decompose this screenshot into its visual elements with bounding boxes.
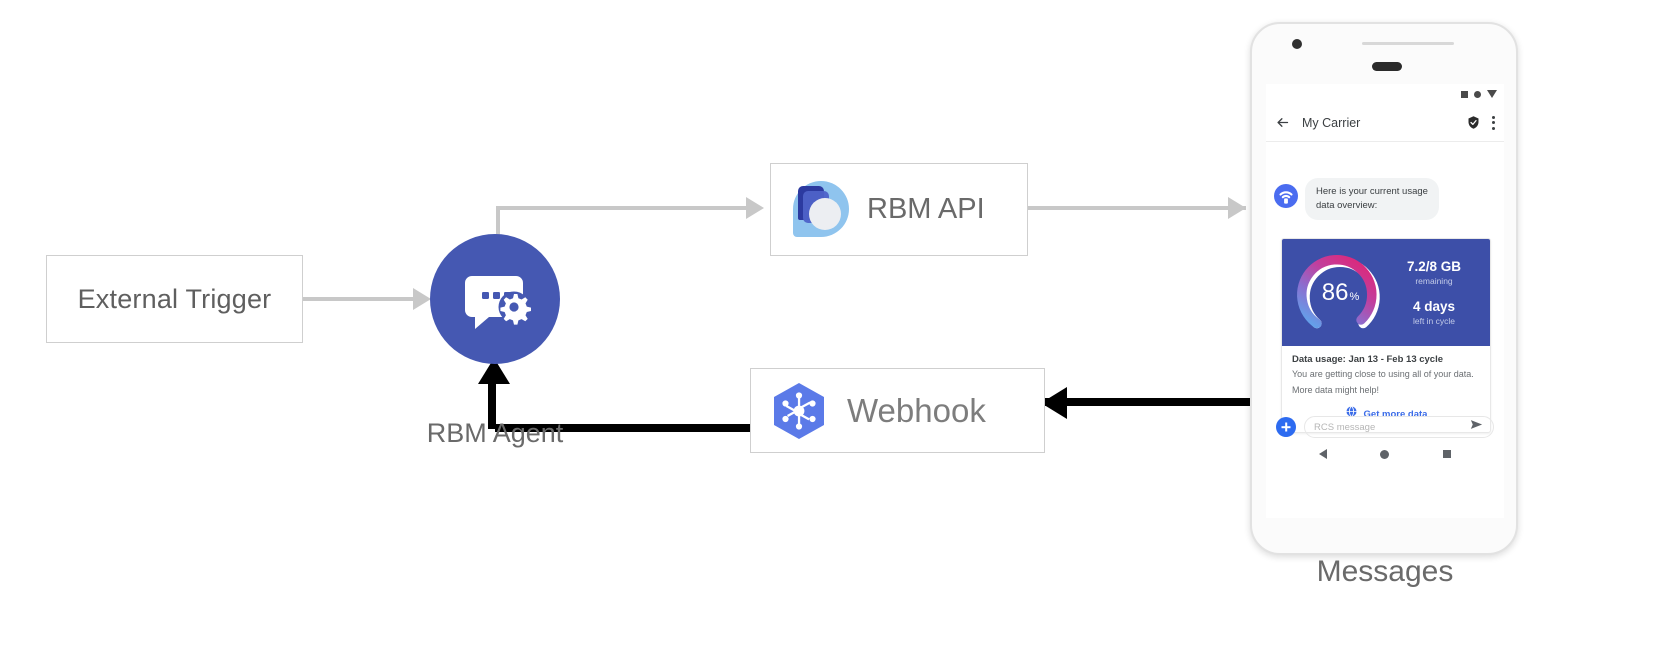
card-hero: 86% 7.2/8 GB remaining 4 days left in cy… <box>1282 239 1490 346</box>
circle-icon <box>1474 90 1481 98</box>
node-webhook[interactable]: Webhook <box>750 368 1045 453</box>
android-nav-bar <box>1266 442 1504 466</box>
gauge-percent-symbol: % <box>1349 290 1360 303</box>
connector-agent-to-api-horizontal <box>496 206 748 210</box>
message-input-placeholder: RCS message <box>1314 421 1376 433</box>
card-body-line2: More data might help! <box>1292 385 1380 396</box>
rbm-droplet-icon <box>789 179 851 241</box>
shield-check-icon[interactable] <box>1466 115 1481 130</box>
nav-recents-icon[interactable] <box>1443 450 1452 458</box>
rbm-api-label: RBM API <box>867 193 985 225</box>
message-text-line1: Here is your current usage <box>1316 186 1428 197</box>
connector-agent-to-api-vertical <box>496 206 500 246</box>
send-icon[interactable] <box>1469 417 1484 437</box>
gauge-percent-value: 86 <box>1321 278 1349 306</box>
message-input[interactable]: RCS message <box>1304 416 1494 438</box>
pubsub-hexagon-icon <box>767 379 831 443</box>
external-trigger-label: External Trigger <box>77 283 272 314</box>
plus-icon[interactable] <box>1276 417 1296 437</box>
nav-back-icon[interactable] <box>1318 449 1327 459</box>
app-bar: My Carrier <box>1266 104 1504 142</box>
more-vertical-icon[interactable] <box>1492 115 1495 130</box>
signal-tower-icon <box>1274 184 1298 208</box>
node-rbm-agent[interactable] <box>430 234 560 364</box>
card-body-line1: You are getting close to using all of yo… <box>1292 369 1474 379</box>
node-external-trigger[interactable]: External Trigger <box>46 255 303 343</box>
gauge-percent: 86% <box>1296 249 1384 337</box>
connector-webhook-to-agent-horizontal <box>495 424 752 432</box>
status-bar <box>1266 84 1504 104</box>
message-composer: RCS message <box>1266 414 1504 440</box>
triangle-down-icon <box>1487 90 1497 98</box>
connector-trigger-to-agent <box>303 297 415 301</box>
connector-api-to-phone <box>1028 206 1246 210</box>
phone-mockup: My Carrier <box>1250 22 1518 555</box>
phone-screen: My Carrier <box>1266 84 1504 518</box>
connector-phone-to-webhook <box>1045 398 1255 406</box>
days-caption: left in cycle <box>1412 315 1456 326</box>
message-bubble: Here is your current usage data overview… <box>1305 178 1439 220</box>
speaker-grille <box>1362 42 1454 45</box>
arrowhead-trigger-to-agent <box>413 288 431 310</box>
conversation-area: Here is your current usage data overview… <box>1266 143 1504 466</box>
back-arrow-icon[interactable] <box>1275 115 1290 130</box>
bot-message-row: Here is your current usage data overview… <box>1274 178 1439 220</box>
globe-icon <box>1345 405 1358 423</box>
node-rbm-api[interactable]: RBM API <box>770 163 1028 256</box>
data-value: 7.2/8 GB <box>1406 259 1462 275</box>
rbm-agent-caption: RBM Agent <box>426 418 564 448</box>
front-camera-icon <box>1292 39 1302 49</box>
days-value: 4 days <box>1412 299 1456 314</box>
rich-card[interactable]: 86% 7.2/8 GB remaining 4 days left in cy… <box>1281 238 1491 434</box>
usage-gauge: 86% <box>1296 249 1384 337</box>
webhook-label: Webhook <box>847 391 986 429</box>
card-hero-stats: 7.2/8 GB remaining 4 days left in cycle <box>1384 259 1490 325</box>
conversation-title: My Carrier <box>1302 115 1361 130</box>
arrowhead-phone-to-webhook <box>1041 387 1067 419</box>
chat-gear-icon <box>465 276 531 329</box>
arrowhead-api-to-phone <box>1228 197 1246 219</box>
card-action-button[interactable]: Get more data <box>1292 405 1480 423</box>
message-text-line2: data overview: <box>1316 199 1378 211</box>
square-icon <box>1461 90 1468 98</box>
connector-webhook-to-agent-vertical <box>488 375 496 429</box>
card-action-label: Get more data <box>1363 408 1428 420</box>
card-heading: Data usage: Jan 13 - Feb 13 cycle <box>1292 354 1444 365</box>
data-caption: remaining <box>1415 276 1453 286</box>
earpiece <box>1372 62 1402 71</box>
phone-caption: Messages <box>1316 555 1454 588</box>
arrowhead-agent-to-api <box>746 197 764 219</box>
nav-home-icon[interactable] <box>1380 449 1390 459</box>
phone-top-bezel <box>1252 24 1516 80</box>
card-body: Data usage: Jan 13 - Feb 13 cycle You ar… <box>1282 346 1490 432</box>
